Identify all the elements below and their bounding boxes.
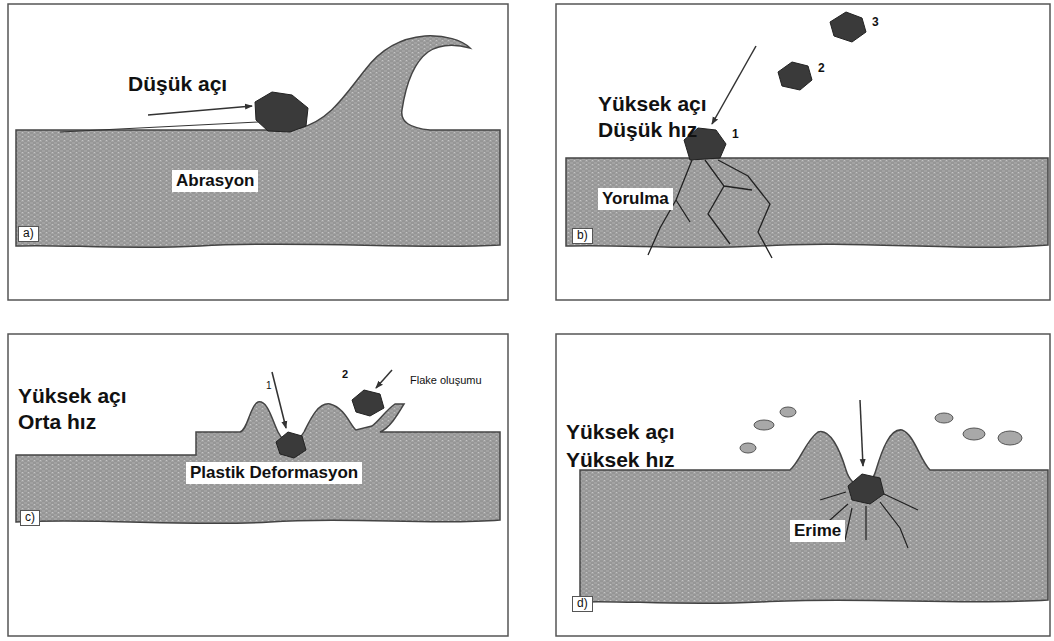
callout-number: 1 (732, 128, 739, 142)
panel-frame (8, 334, 508, 636)
callout-number: 3 (872, 16, 879, 30)
impact-arrow (860, 400, 863, 466)
particle (276, 432, 306, 458)
wear-track (60, 122, 258, 132)
particle (778, 62, 812, 90)
particle (848, 474, 884, 504)
panel-frame (8, 4, 508, 300)
mechanism-label: Plastik Deformasyon (186, 462, 362, 484)
annotation: Flake oluşumu (410, 374, 490, 387)
speed-label: Orta hız (18, 410, 96, 434)
particle (352, 390, 384, 416)
impact-arrow (148, 106, 252, 115)
panel-letter: a) (18, 226, 39, 242)
panel-frame (556, 334, 1050, 636)
speed-label: Düşük hız (598, 118, 697, 142)
angle-label: Yüksek açı (598, 92, 707, 116)
particle (255, 92, 308, 132)
callout-number: 2 (818, 62, 825, 76)
callout-number: 2 (342, 368, 348, 381)
angle-label: Yüksek açı (18, 384, 127, 408)
impact-arrow (712, 46, 756, 124)
particle (830, 12, 866, 42)
workpiece (566, 158, 1048, 247)
panel-letter: b) (572, 228, 593, 244)
panel-letter: c) (20, 510, 40, 526)
mechanism-label: Erime (790, 520, 845, 542)
speed-label: Yüksek hız (566, 448, 675, 472)
impact-arrow (376, 370, 392, 388)
panel-frame (556, 4, 1050, 300)
mechanism-label: Yorulma (598, 188, 673, 210)
callout-number: 1 (266, 380, 272, 392)
impact-arrow (272, 372, 286, 428)
workpiece (16, 402, 500, 524)
mechanism-label: Abrasyon (172, 170, 258, 192)
workpiece (16, 36, 500, 248)
angle-label: Yüksek açı (566, 420, 675, 444)
panel-letter: d) (572, 596, 593, 612)
angle-label: Düşük açı (128, 72, 227, 96)
molten-droplets (740, 407, 1022, 453)
